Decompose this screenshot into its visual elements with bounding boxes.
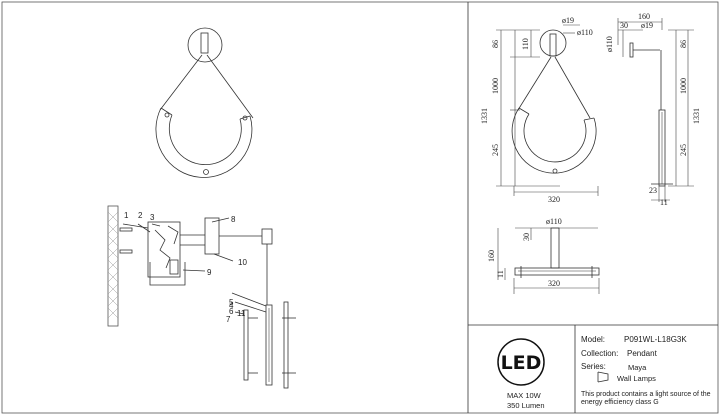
dim-320-top: 320	[548, 279, 560, 288]
energy-note: This product contains a light source of …	[581, 391, 711, 406]
callout-3: 3	[150, 213, 155, 222]
callout-2: 2	[138, 211, 143, 220]
dim-23-side: 23	[649, 186, 657, 195]
callout-8: 8	[231, 215, 236, 224]
dim-245-front: 245	[491, 144, 500, 156]
dim-d110-front: ø110	[577, 28, 593, 37]
model-value: P091WL-L18G3K	[624, 335, 687, 344]
callout-4: 4	[229, 301, 234, 310]
dimension-lines	[496, 18, 694, 202]
callout-7: 7	[226, 315, 231, 324]
led-logo: LED	[497, 338, 545, 386]
dim-1000-side: 1000	[679, 78, 688, 94]
dim-d19-front: ø19	[562, 16, 574, 25]
dim-110-front: 110	[521, 38, 530, 50]
dim-d19-side: ø19	[641, 21, 653, 30]
callout-9: 9	[207, 268, 212, 277]
model-key: Model:	[581, 335, 606, 344]
dim-1331-side: 1331	[692, 108, 701, 124]
collection-key: Collection:	[581, 349, 619, 358]
dim-86-front: 86	[491, 40, 500, 48]
series-key: Series:	[581, 362, 606, 371]
callout-10: 10	[238, 258, 247, 267]
dim-245-side: 245	[679, 144, 688, 156]
dim-d110-top: ø110	[546, 217, 562, 226]
dim-86-side: 86	[679, 40, 688, 48]
dim-11-top: 11	[496, 270, 505, 278]
spec-lumen: 350 Lumen	[507, 401, 545, 410]
dim-1331-front: 1331	[480, 108, 489, 124]
type-value: Wall Lamps	[617, 374, 656, 383]
svg-text:LED: LED	[501, 352, 542, 374]
installation-diagram	[107, 205, 296, 389]
dimensioned-top-view	[497, 227, 600, 294]
series-value: Maya	[628, 363, 647, 372]
callout-5: 5	[229, 298, 234, 307]
dimensioned-front-view	[511, 29, 673, 187]
lamp-front-view	[155, 27, 254, 178]
dim-11-side: 11	[660, 198, 668, 207]
collection-value: Pendant	[627, 349, 657, 358]
callout-6: 6	[229, 307, 234, 316]
dim-160-top: 160	[487, 250, 496, 262]
wall-lamp-icon	[597, 371, 609, 383]
dim-160-side: 160	[638, 12, 650, 21]
dim-1000-front: 1000	[491, 78, 500, 94]
dim-d110-side: ø110	[605, 36, 614, 52]
dim-30-side: 30	[620, 21, 628, 30]
callout-1: 1	[124, 211, 129, 220]
dim-30-top: 30	[522, 233, 531, 241]
callout-11: 11	[237, 309, 246, 318]
spec-power: MAX 10W	[507, 391, 541, 400]
dim-320-front: 320	[548, 195, 560, 204]
